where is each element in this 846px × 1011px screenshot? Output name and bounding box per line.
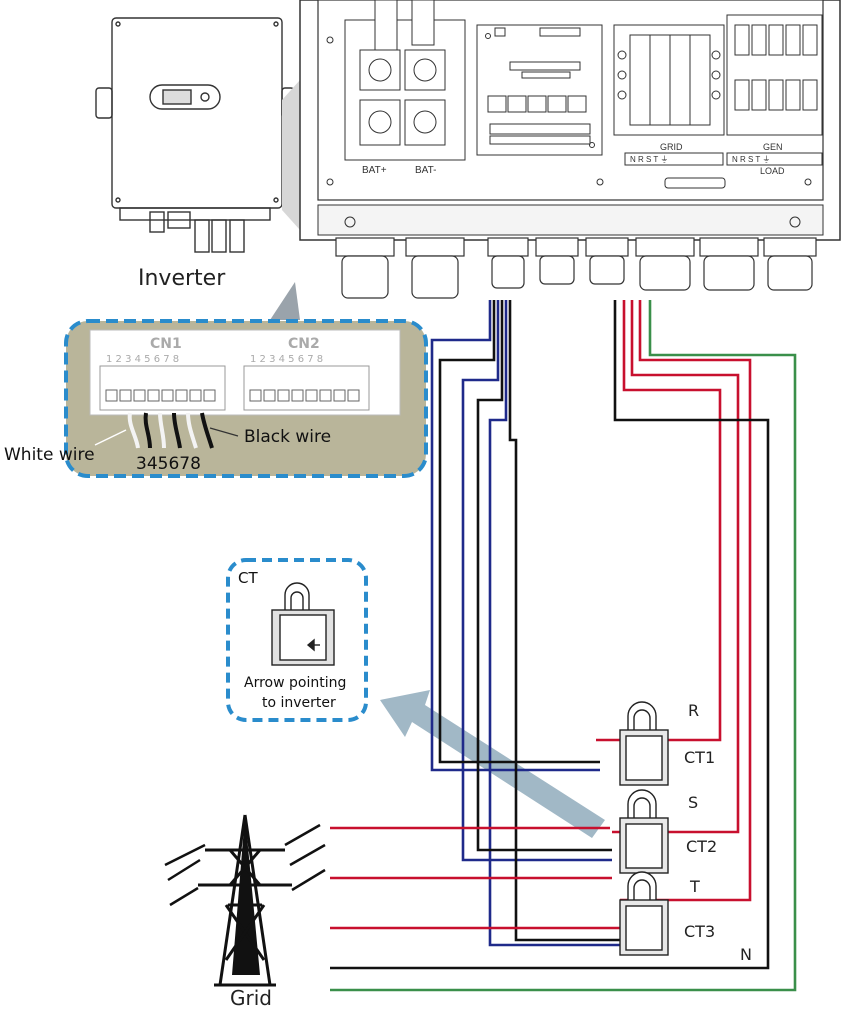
phase-t-label: T: [689, 877, 700, 896]
ct2-label: CT2: [686, 837, 717, 856]
phase-r-label: R: [688, 701, 699, 720]
cn2-pin-numbers: 1 2 3 4 5 6 7 8: [250, 354, 323, 365]
ct-callout: CT Arrow pointing to inverter: [226, 558, 368, 722]
grid-terminal-label: GRID: [660, 142, 683, 152]
to-inverter-label: to inverter: [262, 695, 336, 711]
direction-arrow: [380, 690, 605, 838]
arrow-pointing-label: Arrow pointing: [244, 675, 346, 691]
bat-plus-label: BAT+: [362, 165, 387, 176]
wires: [330, 300, 797, 992]
bat-minus-label: BAT-: [415, 165, 436, 176]
view-connector: [282, 80, 300, 230]
ct1-label: CT1: [684, 748, 715, 767]
cable-glands: [335, 237, 817, 299]
ct-clamp-icon: [271, 582, 335, 666]
white-wire-label: White wire: [4, 445, 95, 465]
gen-terminal-label: GEN: [763, 142, 783, 152]
inverter-label: Inverter: [138, 266, 226, 291]
cn1-pin-numbers: 1 2 3 4 5 6 7 8: [106, 354, 179, 365]
grid-label: Grid: [230, 986, 272, 1010]
inverter-illustration: [95, 17, 295, 253]
ct1-clamp: [619, 701, 669, 786]
ct3-clamp: [619, 871, 669, 956]
ct2-clamp: [619, 789, 669, 874]
ct3-label: CT3: [684, 922, 715, 941]
phase-s-label: S: [688, 793, 698, 812]
cn1-label: CN1: [150, 336, 182, 352]
ct-callout-title: CT: [238, 569, 258, 587]
inverter-wiring-bay: BAT+ BAT-: [299, 0, 841, 241]
black-wire-label: Black wire: [244, 427, 331, 447]
grid-tower-icon: [164, 814, 326, 987]
cn2-label: CN2: [288, 336, 320, 352]
cn-connector-callout: CN1 CN2 1 2 3 4 5 6 7 8 1 2 3 4 5 6 7 8 …: [64, 319, 428, 478]
callout-pointer: [270, 282, 300, 320]
gen-terminal-pins: N R S T ⏚: [732, 155, 770, 164]
pin-numbers-label: 345678: [136, 454, 201, 474]
grid-terminal-pins: N R S T ⏚: [630, 155, 668, 164]
load-terminal-label: LOAD: [760, 166, 785, 176]
ct-clamps: [619, 701, 669, 956]
neutral-label: N: [740, 945, 752, 964]
